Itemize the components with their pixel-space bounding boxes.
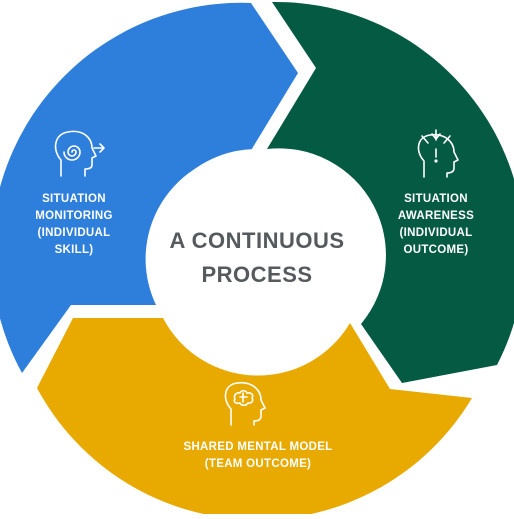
label-line: AWARENESS bbox=[397, 210, 475, 222]
label-line: (TEAM OUTCOME) bbox=[204, 458, 312, 470]
segment-situation-monitoring bbox=[0, 2, 298, 373]
label-line: SHARED MENTAL MODEL bbox=[183, 441, 333, 453]
label-shared-mental-model: SHARED MENTAL MODEL (TEAM OUTCOME) bbox=[150, 439, 366, 473]
label-situation-awareness: SITUATION AWARENESS (INDIVIDUAL OUTCOME) bbox=[386, 191, 486, 259]
label-line: MONITORING bbox=[35, 210, 113, 222]
center-title-line1: A CONTINUOUS bbox=[169, 228, 345, 253]
center-title-line2: PROCESS bbox=[201, 262, 313, 287]
center-title: A CONTINUOUS PROCESS bbox=[150, 224, 364, 292]
spiral-head-icon bbox=[54, 130, 105, 177]
label-line: SITUATION bbox=[404, 193, 468, 205]
alert-head-icon bbox=[417, 129, 459, 178]
segment-shared-mental-model bbox=[37, 318, 472, 519]
label-line: (INDIVIDUAL bbox=[399, 227, 473, 239]
label-line: OUTCOME) bbox=[403, 244, 469, 256]
brain-head-icon bbox=[224, 381, 266, 426]
segment-situation-awareness bbox=[267, 1, 514, 383]
label-situation-monitoring: SITUATION MONITORING (INDIVIDUAL SKILL) bbox=[24, 191, 124, 259]
label-line: SKILL) bbox=[54, 244, 94, 256]
label-line: (INDIVIDUAL bbox=[37, 227, 111, 239]
label-line: SITUATION bbox=[42, 193, 106, 205]
